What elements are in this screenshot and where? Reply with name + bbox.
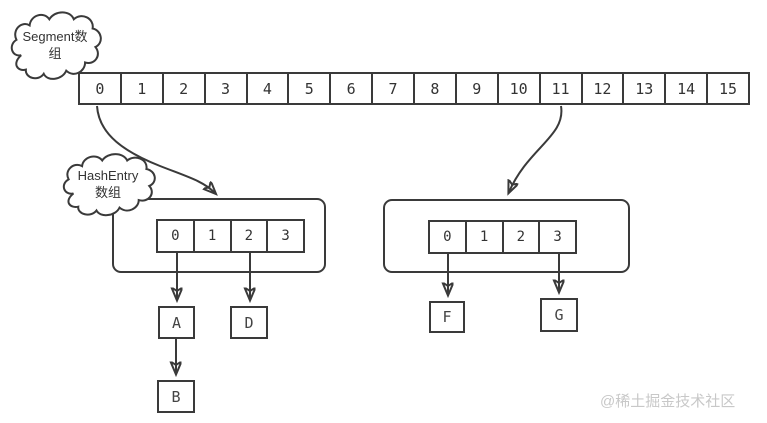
watermark: @稀土掘金技术社区 [600,393,736,410]
segment-cell-6: 6 [331,74,374,103]
segment-cell-13: 13 [624,74,667,103]
node-b: B [157,380,195,413]
segment-cell-5: 5 [289,74,332,103]
segment-cloud: Segment数 组 [8,10,102,82]
hashentry-cloud-line1: HashEntry [77,168,139,184]
segment-cell-4: 4 [248,74,290,103]
segment-cloud-label: Segment数 组 [8,10,102,82]
segment-cell-1: 1 [122,74,164,103]
hashentry-cloud: HashEntry 数组 [60,152,156,218]
node-g: G [540,298,578,332]
node-d: D [230,306,268,339]
segment-cell-9: 9 [457,74,499,103]
node-f: F [429,301,465,333]
segment-cell-7: 7 [373,74,415,103]
right-bucket-cell-3: 3 [553,229,562,245]
arrow-segment11-to-right-bucket [509,105,563,192]
hashentry-cloud-line2: 数组 [94,185,121,200]
hashentry-array-right: 0 1 2 3 [428,220,577,254]
segment-cell-3: 3 [206,74,248,103]
left-bucket-cell-3: 3 [281,228,290,244]
hashentry-cloud-label: HashEntry 数组 [60,152,156,218]
node-a: A [158,306,195,339]
segment-cloud-line1: Segment数 [22,29,88,45]
segment-cell-15: 15 [719,79,738,98]
left-bucket-cell-1: 1 [195,221,232,251]
segment-cell-0: 0 [80,74,122,103]
left-bucket-cell-0: 0 [158,221,195,251]
right-bucket-cell-1: 1 [467,222,504,252]
right-bucket-cell-2: 2 [504,222,541,252]
left-bucket-cell-2: 2 [232,221,269,251]
segment-cloud-line2: 组 [48,46,62,61]
segment-cell-2: 2 [164,74,206,103]
segment-array: 0 1 2 3 4 5 6 7 8 9 10 11 12 13 14 15 [78,72,750,105]
segment-cell-14: 14 [666,74,709,103]
cloud-shape-icon [8,10,102,82]
right-bucket-cell-0: 0 [430,222,467,252]
segment-cell-12: 12 [583,74,625,103]
segment-cell-11: 11 [541,74,583,103]
segment-cell-8: 8 [415,74,457,103]
segment-cell-10: 10 [499,74,541,103]
hashentry-array-left: 0 1 2 3 [156,219,305,253]
